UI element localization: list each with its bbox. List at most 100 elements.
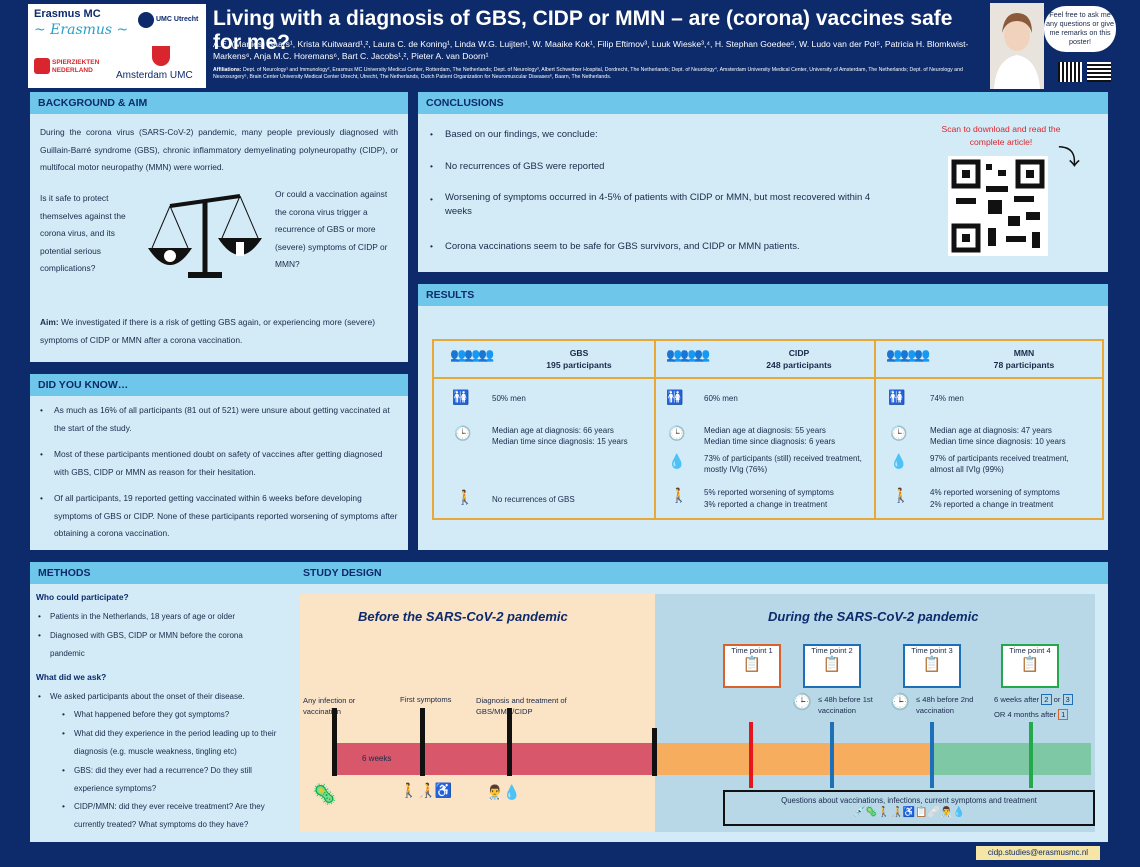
clock-icon: 🕒 [454,425,472,441]
questions-box: Questions about vaccinations, infections… [723,790,1095,826]
didyouknow-item: Of all participants, 19 reported getting… [54,493,398,538]
treatment: 97% of participants received treatment, … [930,454,1069,474]
treatment-change: 3% reported a change in treatment [704,500,828,509]
virus-syringe-icon: 🦠 [312,784,337,806]
questionnaire-icon: 📋 [742,656,762,673]
median-time: Median time since diagnosis: 6 years [704,437,836,446]
marker-tp1 [749,722,753,788]
background-heading: BACKGROUND & AIM [30,92,408,114]
timeline-before [333,743,655,775]
methods-subitem: What did they experience in the period l… [74,729,277,756]
erasmus-script: ~ Erasmus ~ [34,22,129,38]
questions-text: Questions about vaccinations, infections… [781,796,1037,805]
timepoint-4-card: Time point 4📋 [1001,644,1059,688]
marker-symptoms [420,708,425,776]
marker-tp2 [830,722,834,788]
background-panel: BACKGROUND & AIM During the corona virus… [30,92,408,362]
umc-utrecht-logo: UMC Utrecht [156,16,199,23]
worsening: 5% reported worsening of symptoms [704,488,834,497]
methods-q1: Who could participate? [36,592,129,602]
doctor-iv-icon: 👨‍⚕️💧 [486,784,521,800]
walking-person-icon: 🚶 [892,487,910,503]
men-percent: 50% men [492,394,526,403]
timepoint-2-card: Time point 2📋 [803,644,861,688]
worsening: No recurrences of GBS [492,495,575,504]
men-women-icon: 🚻 [452,389,470,405]
methods-heading: METHODS [38,567,91,579]
didyouknow-panel: DID YOU KNOW… • As much as 16% of all pa… [30,374,408,550]
affiliations: Affiliations: Dept. of Neurology¹ and Im… [213,67,963,80]
methods-q2: What did we ask? [36,672,107,682]
marker-diagnosis [507,708,512,776]
methods-item: Patients in the Netherlands, 18 years of… [50,612,235,621]
walking-person-icon: 🚶 [456,489,474,505]
conclusions-panel: CONCLUSIONS • Based on our findings, we … [418,92,1108,272]
timeline-during-a [655,743,931,775]
men-women-icon: 🚻 [888,389,906,405]
spierziekten-logo: Spierziekten Nederland [52,59,100,74]
group-name: GBS [569,348,589,358]
results-heading: RESULTS [418,284,1108,306]
article-qr-code-icon[interactable] [948,156,1048,256]
median-age: Median age at diagnosis: 66 years [492,426,614,435]
group-count: 195 participants [546,360,612,370]
tp4-line-b: OR 4 months after 1 [994,709,1069,720]
event-infection: Any infection or vaccination [303,696,356,716]
curved-arrow-icon: ⤵ [1058,145,1081,170]
treatment-change: 2% reported a change in treatment [930,500,1054,509]
design-heading: STUDY DESIGN [303,567,382,579]
background-intro: During the corona virus (SARS-CoV-2) pan… [40,127,398,172]
amsterdam-umc-logo: Amsterdam UMC [116,70,193,81]
marker-tp3 [930,722,934,788]
qr-code-icon[interactable] [1058,62,1082,82]
marker-infection [332,708,337,776]
clock-icon: 🕒 [890,694,910,711]
men-women-icon: 🚻 [666,389,684,405]
author-photo [990,3,1044,89]
iv-bag-icon: 💧 [668,453,686,469]
people-group-icon: 👥👥👥 [666,347,711,362]
didyouknow-item: As much as 16% of all participants (81 o… [54,405,390,433]
men-percent: 60% men [704,394,738,403]
methods-subitem: CIDP/MMN: did they ever receive treatmen… [74,802,265,829]
treatment: 73% of participants (still) received tre… [704,454,862,474]
aim-text: Aim: We investigated if there is a risk … [40,317,376,345]
methods-item: Diagnosed with GBS, CIDP or MMN before t… [50,631,243,658]
median-time: Median time since diagnosis: 10 years [930,437,1066,446]
spierziekten-icon [34,58,50,74]
group-count: 248 participants [766,360,832,370]
questionnaire-icon: 📋 [822,656,842,673]
amsterdam-umc-emblem-icon [152,46,170,66]
questionnaire-icon: 📋 [1020,656,1040,673]
clock-icon: 🕒 [890,425,908,441]
didyouknow-heading: DID YOU KNOW… [30,374,408,396]
event-first-symptoms: First symptoms [400,695,452,704]
background-right-question: Or could a vaccination against the coron… [275,189,388,269]
clock-icon: 🕒 [792,694,812,711]
worsening: 4% reported worsening of symptoms [930,488,1060,497]
results-table: 👥👥👥 GBS 195 participants 🚻 50% men 🕒 Medi… [432,339,1104,520]
timeline-during-b [931,743,1091,775]
contact-email[interactable]: cidp.studies@erasmusmc.nl [976,846,1100,860]
authors: A.E. (Marlies) Baars¹, Krista Kuitwaard¹… [213,39,969,61]
questions-icons: 💉🦠🚶🧑‍🦯♿📋🩹👨‍⚕️💧 [852,807,966,818]
conclusions-heading: CONCLUSIONS [418,92,1108,114]
methods-subitem: GBS: did they ever had a recurrence? Do … [74,766,252,793]
conclusion-item: Worsening of symptoms occurred in 4-5% o… [445,192,871,217]
erasmus-logo: Erasmus MC [34,8,101,20]
before-label: Before the SARS-CoV-2 pandemic [358,609,568,624]
tp4-line-a: 6 weeks after 2 or 3 [994,694,1073,705]
walking-person-icon: 🚶 [670,487,688,503]
conclusion-item: Corona vaccinations seem to be safe for … [445,241,800,252]
questionnaire-icon: 📋 [922,656,942,673]
tp3-text: ≤ 48h before 2nd vaccination [916,695,974,715]
didyouknow-item: Most of these participants mentioned dou… [54,449,383,477]
conclusion-item: No recurrences of GBS were reported [445,161,605,172]
logos-panel: Erasmus MC ~ Erasmus ~ UMC Utrecht Spier… [28,4,206,88]
results-panel: RESULTS [418,284,1108,550]
during-label: During the SARS-CoV-2 pandemic [768,609,979,624]
qr-code-icon[interactable] [1087,62,1111,82]
timepoint-1-card: Time point 1📋 [723,644,781,688]
ask-me-bubble: Feel free to ask me any questions or giv… [1044,6,1116,52]
